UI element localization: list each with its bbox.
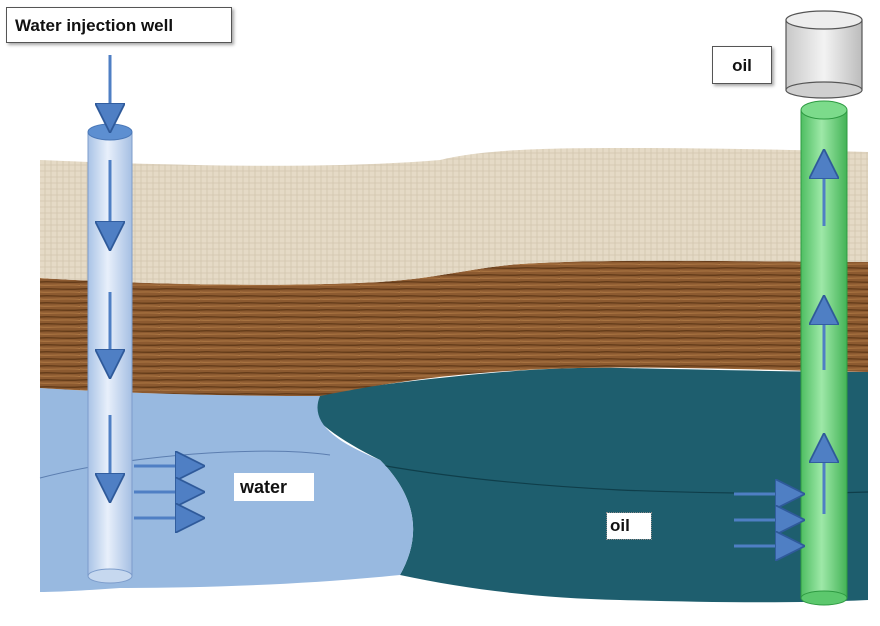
injection-well-label: Water injection well	[6, 7, 232, 43]
sand-layer	[40, 148, 868, 285]
oil-zone	[300, 367, 868, 603]
oil-zone-label: oil	[606, 512, 652, 540]
oil-tank	[785, 10, 863, 99]
oil-flow-arrows	[734, 494, 790, 546]
water-zone	[40, 388, 414, 592]
shale-layer	[40, 260, 868, 396]
oil-tank-label: oil	[712, 46, 772, 84]
water-flow-arrows	[134, 466, 190, 518]
water-zone-label: water	[234, 473, 314, 501]
